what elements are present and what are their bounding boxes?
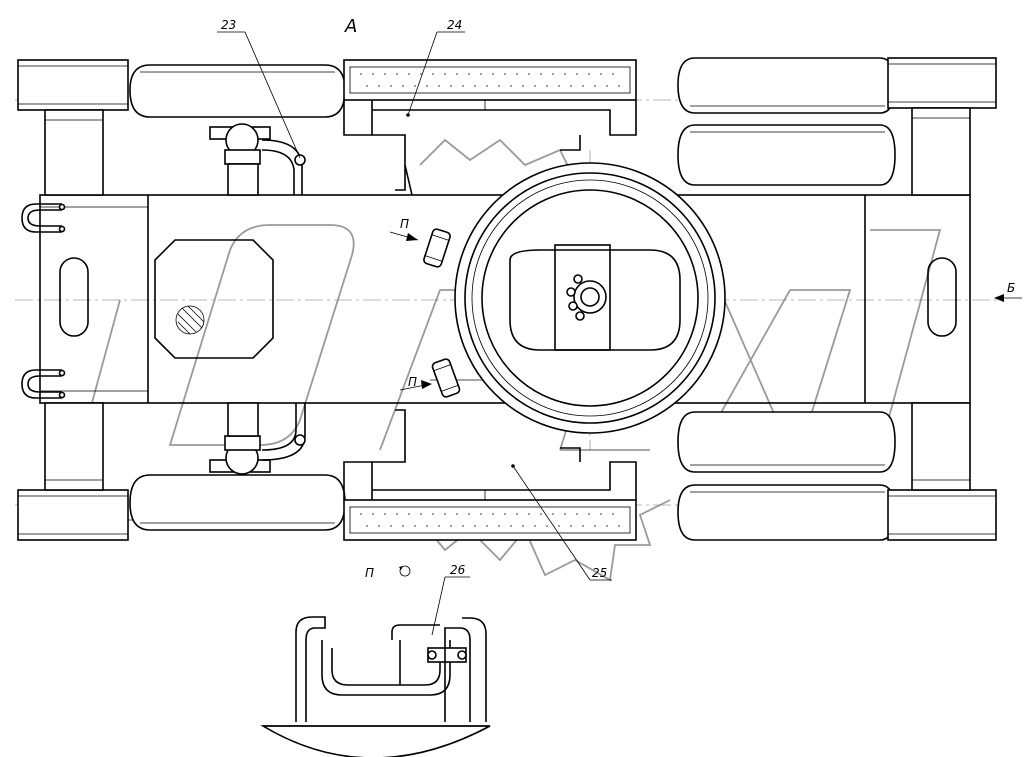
turntable <box>454 162 726 434</box>
joint-assembly-bottom <box>209 402 306 475</box>
right-top-wheel <box>887 57 997 196</box>
step-bottom <box>343 409 637 541</box>
lifting-hook-bottom <box>21 369 66 399</box>
arrow-p-top: П <box>389 217 419 241</box>
step-top <box>343 59 637 196</box>
step-tread-pattern <box>360 73 620 527</box>
right-top-rollers <box>677 57 896 186</box>
callout-24-label: 24 <box>447 18 462 32</box>
joint-assembly-top <box>209 123 306 196</box>
left-bottom-wheel <box>17 402 129 541</box>
label-b: Б <box>1007 281 1015 295</box>
hatch-cover <box>154 239 274 359</box>
callout-23: 23 <box>217 18 301 159</box>
hatched-circle <box>175 305 205 335</box>
part-p-top <box>423 228 451 268</box>
callout-26-label: 26 <box>450 563 466 577</box>
part-p-bottom <box>431 358 461 398</box>
left-top-roller <box>129 64 346 118</box>
arrow-p-bottom: П <box>399 375 432 391</box>
left-top-wheel <box>17 59 129 196</box>
label-p-view: П <box>365 566 374 580</box>
detail-view-p <box>260 616 491 757</box>
right-bottom-rollers <box>677 411 896 541</box>
callout-25: 25 <box>511 464 612 581</box>
view-label: А <box>344 16 357 37</box>
callout-25-label: 25 <box>592 566 607 580</box>
view-p-marker: П <box>365 565 411 580</box>
left-bottom-roller <box>129 474 346 531</box>
arrow-b: Б <box>994 281 1022 302</box>
right-bottom-wheel <box>887 402 997 541</box>
callout-23-label: 23 <box>221 18 236 32</box>
lifting-hook-top <box>21 203 66 233</box>
label-p-bottom: П <box>408 375 417 389</box>
callout-24: 24 <box>406 18 465 117</box>
label-p-top: П <box>400 217 409 231</box>
